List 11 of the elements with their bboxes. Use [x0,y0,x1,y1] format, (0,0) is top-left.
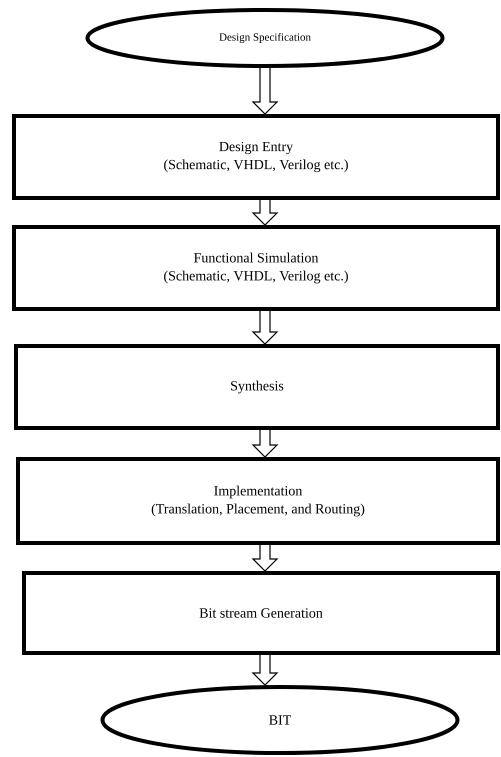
process-box: Functional Simulation (Schematic, VHDL, Verilog etc.) [12,225,500,311]
block-arrow [252,310,278,345]
block-arrow [252,654,278,686]
block-arrow [252,67,278,115]
process-box: Implementation (Translation, Placement, and Routing) [16,457,500,545]
block-arrow [252,199,278,226]
block-arrow [252,544,278,572]
process-box: Synthesis [14,344,500,430]
process-box: Bit stream Generation [22,571,500,655]
process-box: Design Entry (Schematic, VHDL, Verilog etc.) [12,114,500,200]
block-arrow [252,429,278,458]
